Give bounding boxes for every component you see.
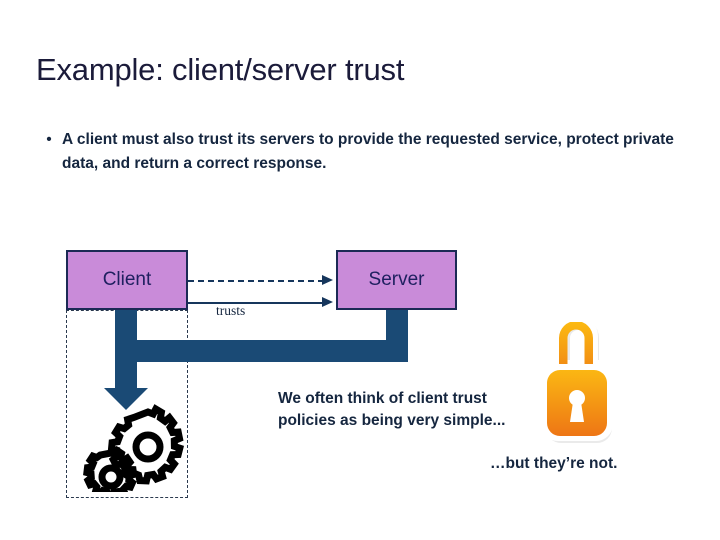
solid-edge-arrowhead-icon bbox=[322, 297, 333, 307]
bullet-text: A client must also trust its servers to … bbox=[62, 131, 674, 172]
solid-edge-line bbox=[188, 302, 324, 304]
client-node[interactable]: Client bbox=[66, 250, 188, 310]
bullet-marker-icon: • bbox=[46, 131, 52, 148]
client-node-label: Client bbox=[102, 269, 152, 290]
simple-policy-callout: We often think of client trust policies … bbox=[278, 390, 506, 429]
trusts-edge-label: trusts bbox=[216, 303, 246, 318]
padlock-icon bbox=[541, 322, 613, 443]
but-theyre-not-callout: …but they’re not. bbox=[490, 455, 618, 472]
dashed-edge-line bbox=[188, 280, 324, 282]
down-arrow-head-icon bbox=[104, 388, 148, 410]
gears-icon bbox=[83, 404, 184, 492]
dashed-edge-arrowhead-icon bbox=[322, 275, 333, 285]
connector-cross-bar bbox=[126, 340, 408, 362]
server-node-label: Server bbox=[368, 269, 425, 290]
bullet-list: • A client must also trust its servers t… bbox=[36, 128, 676, 176]
server-node[interactable]: Server bbox=[336, 250, 457, 310]
page-title: Example: client/server trust bbox=[36, 52, 405, 87]
